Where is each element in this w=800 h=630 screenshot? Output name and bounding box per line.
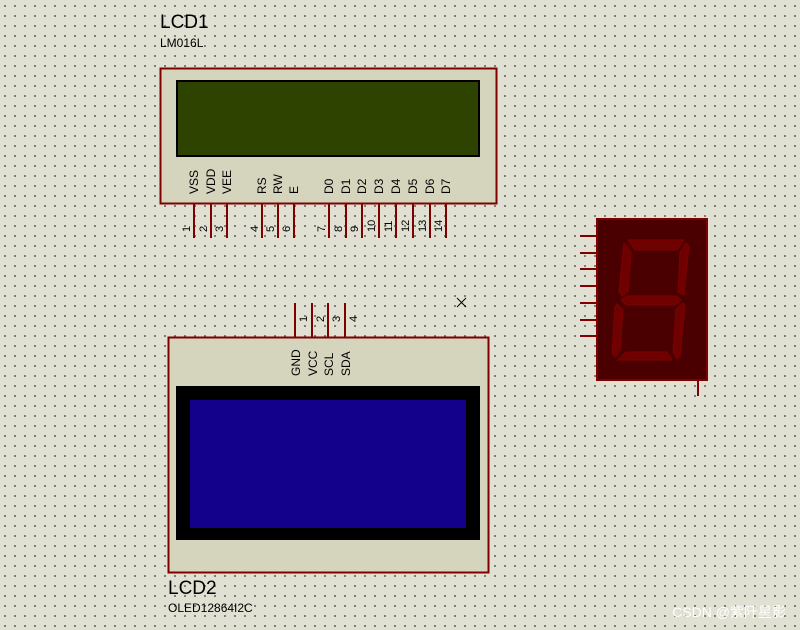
lcd1-pin-4-name: RS xyxy=(255,177,269,194)
segment-b xyxy=(677,242,690,296)
lcd1-pins: VSS 1 VDD 2 VEE 3 RS 4 RW 5 E 6 D0 7 D1 8 D2 9 D3 10 D4 11 D5 1… xyxy=(181,168,453,238)
lcd2-pin-1-number: 1 xyxy=(298,316,310,322)
seven-segment-display[interactable] xyxy=(580,218,708,396)
lcd1-pin-2-number: 2 xyxy=(198,226,210,232)
lcd1-pin-4-number: 4 xyxy=(249,226,261,232)
lcd2-pin-2-number: 2 xyxy=(315,316,327,322)
lcd1-part-name: LM016L xyxy=(160,36,204,50)
lcd1-pin-13-name: D6 xyxy=(423,178,437,194)
lcd2-screen xyxy=(190,400,466,528)
lcd1-pin-5-name: RW xyxy=(271,174,285,194)
lcd1-pin-14-name: D7 xyxy=(439,178,453,194)
segment-e xyxy=(611,303,624,358)
lcd1-pin-7-name: D0 xyxy=(322,178,336,194)
lcd1-pin-11-name: D4 xyxy=(389,178,403,194)
lcd1-pin-7-number: 7 xyxy=(316,226,328,232)
lcd1-pin-1-name: VSS xyxy=(187,170,201,194)
lcd1-pin-1-number: 1 xyxy=(181,226,193,232)
cross-marker-icon xyxy=(456,297,467,308)
lcd1-pin-13-number: 13 xyxy=(417,220,429,232)
lcd1-pin-2-name: VDD xyxy=(204,168,218,194)
lcd1-pin-8-number: 8 xyxy=(333,226,345,232)
segment-d xyxy=(616,351,673,361)
lcd1-pin-5-number: 5 xyxy=(265,226,277,232)
lcd1-reference: LCD1 xyxy=(160,12,209,33)
lcd1-pin-3-name: VEE xyxy=(220,170,234,194)
lcd2-pin-3-number: 3 xyxy=(331,316,343,322)
lcd1-pin-9-number: 9 xyxy=(349,226,361,232)
lcd1-pin-12-name: D5 xyxy=(406,178,420,194)
lcd2-pin-3-name: SCL xyxy=(322,352,336,376)
lcd2-pin-4-number: 4 xyxy=(348,316,360,322)
lcd1-pin-11-number: 11 xyxy=(383,221,395,232)
lcd2-reference: LCD2 xyxy=(168,578,217,599)
lcd2-pin-1-name: GND xyxy=(289,349,303,376)
lcd1-pin-6-number: 6 xyxy=(281,226,293,232)
csdn-watermark: CSDN @紫阡星影 xyxy=(672,604,786,620)
lcd2-pin-2-name: VCC xyxy=(306,350,320,376)
segment-a xyxy=(627,239,685,251)
lcd1-pin-9-name: D2 xyxy=(355,178,369,194)
lcd1-component[interactable]: LCD1 LM016L VSS 1 VDD 2 VEE 3 RS 4 RW 5 E 6 D0 7 D1 8 D2… xyxy=(159,12,498,238)
lcd2-part-name: OLED12864I2C xyxy=(168,601,253,615)
lcd1-pin-14-number: 14 xyxy=(433,220,445,232)
lcd1-pin-10-name: D3 xyxy=(372,178,386,194)
lcd1-pin-8-name: D1 xyxy=(339,178,353,194)
seven-segment-pins xyxy=(580,235,597,337)
lcd1-screen xyxy=(176,80,480,157)
segment-f xyxy=(618,241,632,297)
segment-g xyxy=(620,295,682,306)
lcd1-pin-3-number: 3 xyxy=(214,226,226,232)
lcd1-pin-6-name: E xyxy=(287,186,301,194)
segment-c xyxy=(672,302,686,360)
seven-segment-digit xyxy=(611,239,690,361)
lcd1-pin-10-number: 10 xyxy=(366,220,378,232)
lcd2-pin-4-name: SDA xyxy=(339,351,353,376)
lcd1-pin-12-number: 12 xyxy=(400,220,412,232)
